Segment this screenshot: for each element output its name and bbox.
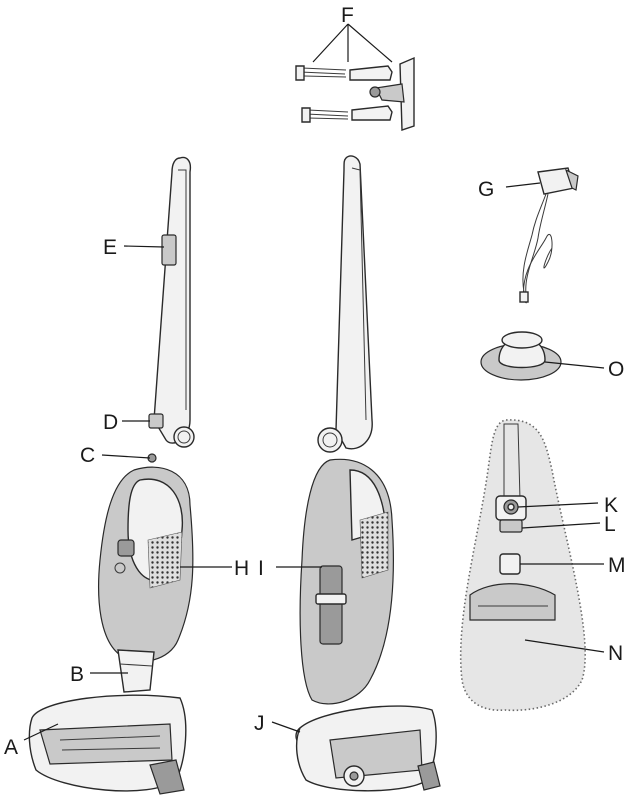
label-E: E — [103, 236, 117, 259]
label-M: M — [608, 554, 626, 577]
wall-plug-top — [350, 66, 392, 80]
label-C: C — [80, 444, 95, 467]
screw-bottom — [302, 108, 348, 122]
wall-plug-bottom — [352, 106, 392, 120]
wall-mount-kit: F — [296, 4, 414, 130]
label-N: N — [608, 642, 623, 665]
label-D: D — [103, 411, 118, 434]
label-F: F — [341, 4, 354, 27]
label-A: A — [4, 736, 18, 759]
label-L: L — [604, 513, 616, 536]
handheld-unit: K L M N — [461, 420, 626, 710]
vacuum-side-view: I J — [254, 156, 440, 791]
label-J: J — [254, 712, 265, 735]
label-O: O — [608, 358, 624, 381]
screw-top — [296, 66, 346, 80]
label-I: I — [258, 557, 264, 580]
accessory-nozzle: O — [481, 332, 624, 381]
label-G: G — [478, 178, 494, 201]
label-B: B — [70, 663, 84, 686]
charger: G — [478, 168, 578, 303]
vacuum-front-view: E D C H B A — [4, 158, 249, 794]
label-H: H — [234, 557, 249, 580]
